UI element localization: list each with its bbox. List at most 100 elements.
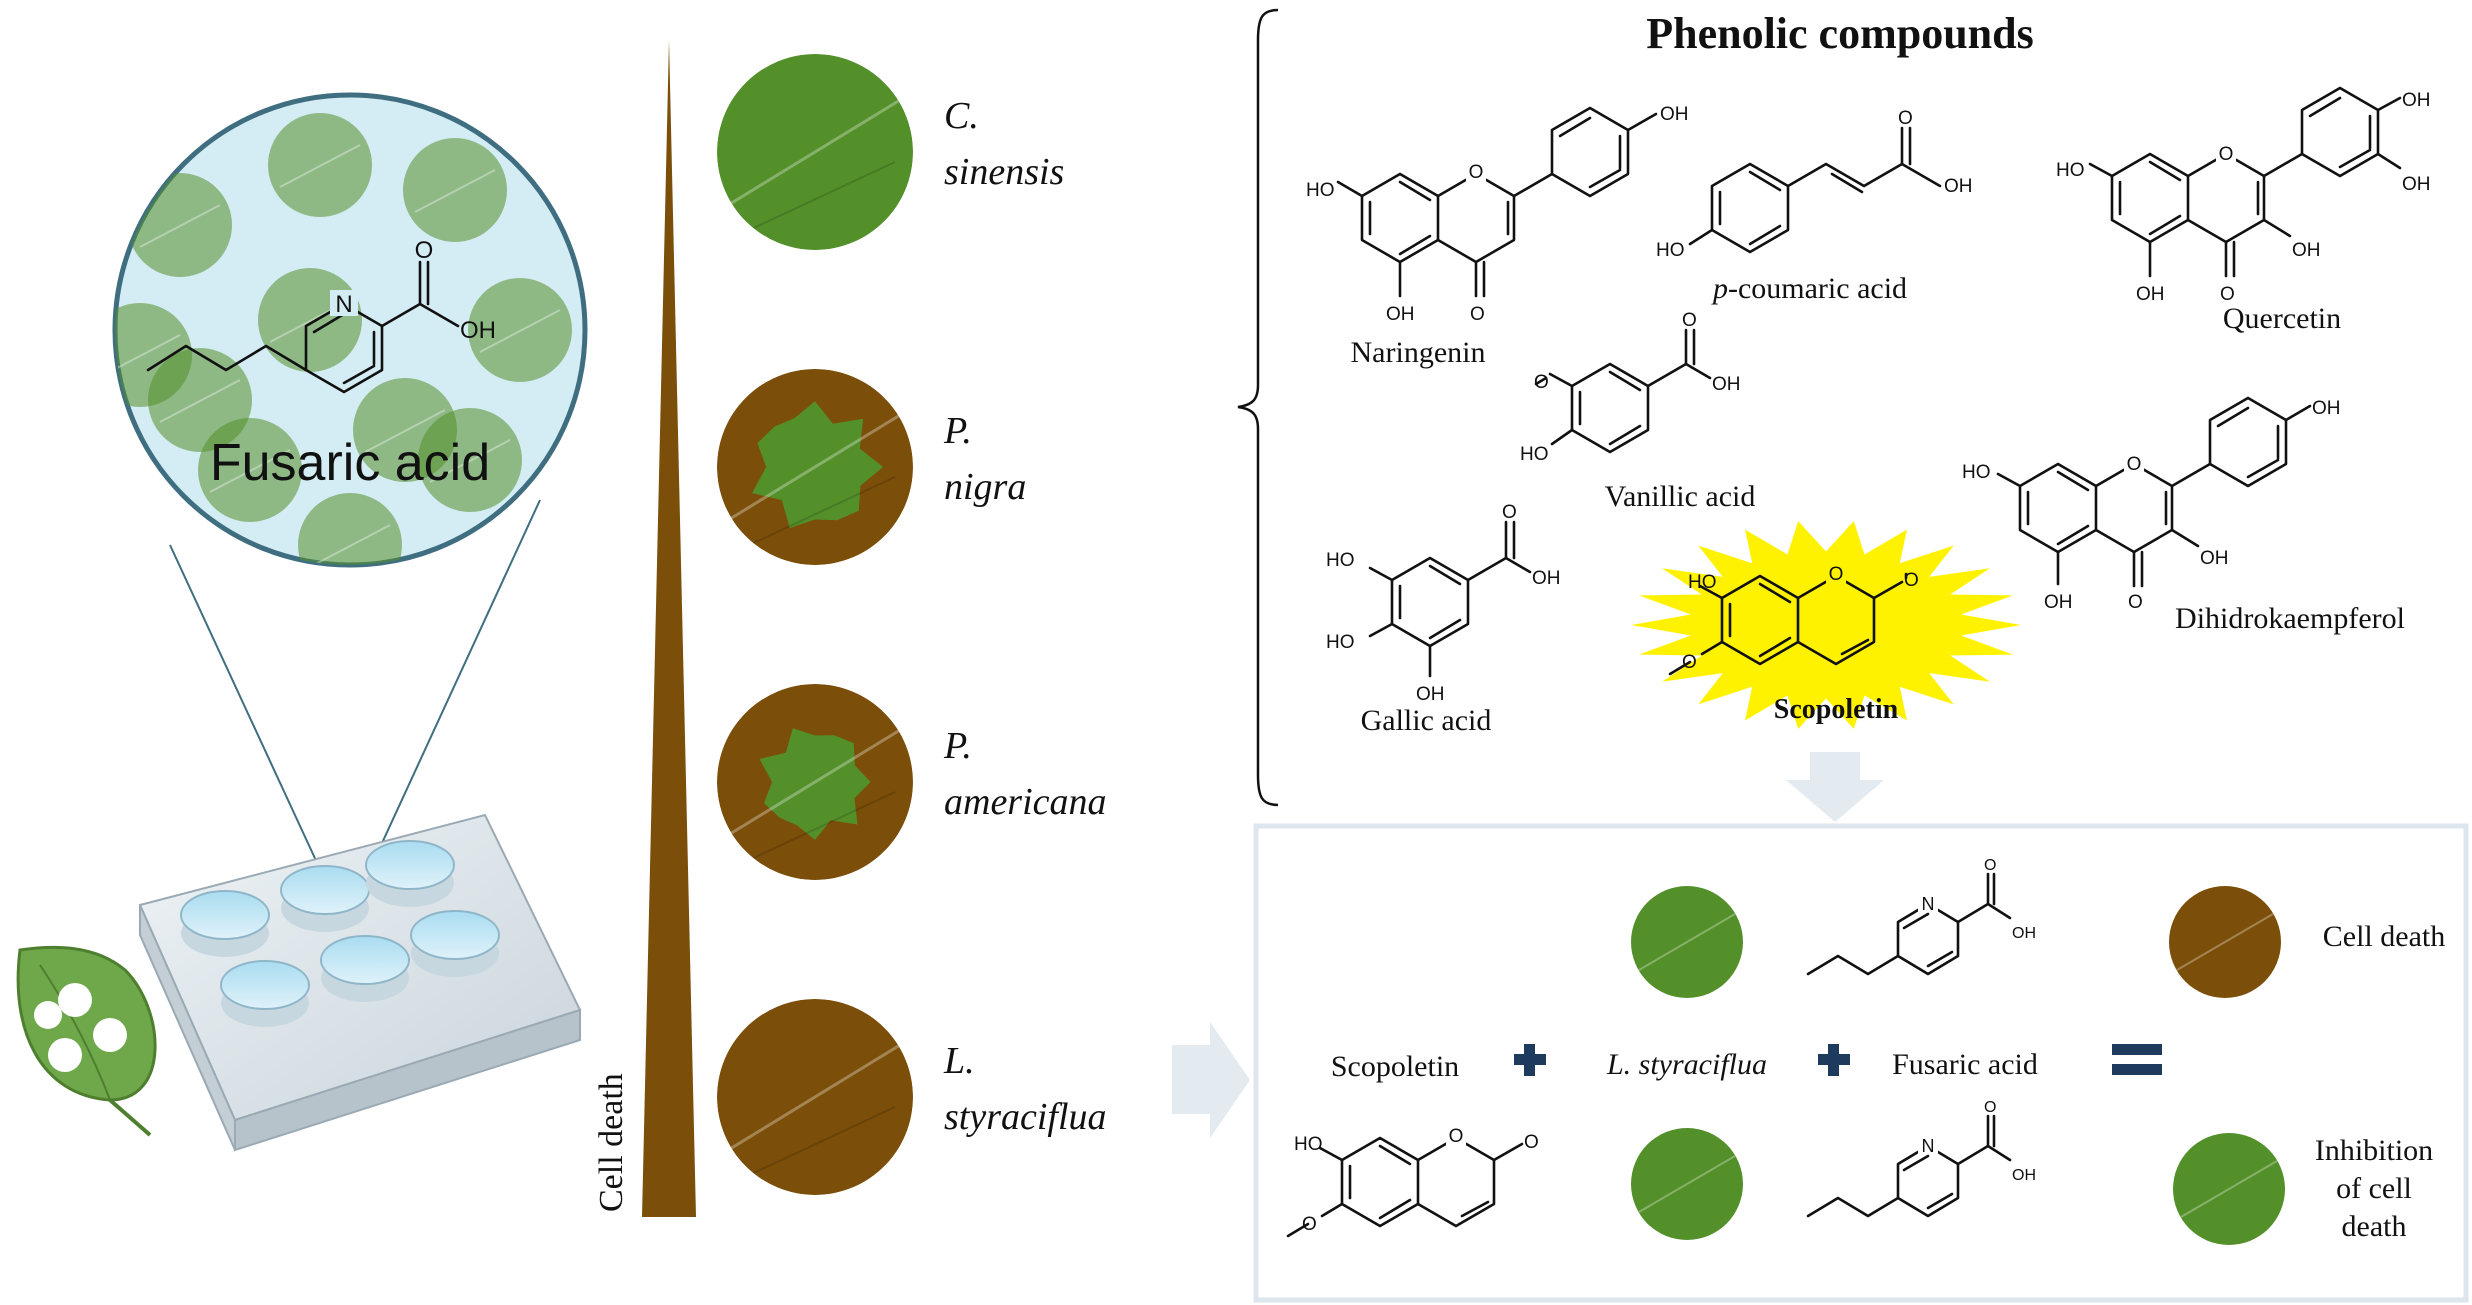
lens-disc-vein — [115, 334, 181, 378]
lens-disc — [418, 408, 522, 512]
svg-text:O: O — [1682, 310, 1697, 331]
label-naringenin: Naringenin — [1351, 336, 1486, 369]
svg-text:OH: OH — [2402, 90, 2431, 111]
disc-base — [717, 999, 913, 1195]
magnifier-lens: N O OH Fusaric acid — [112, 92, 588, 568]
svg-text:OH: OH — [2200, 548, 2229, 569]
equation-term1: Scopoletin — [1331, 1050, 1459, 1083]
result-top-label: Cell death — [2323, 920, 2445, 953]
lens-label: Fusaric acid — [210, 434, 490, 492]
label-vanillic-acid: Vanillic acid — [1605, 480, 1756, 513]
label-scopoletin: Scopoletin — [1774, 694, 1899, 725]
top-disc-result-dead — [2169, 886, 2281, 998]
lens-disc — [115, 303, 192, 407]
svg-text:OH: OH — [2012, 1167, 2036, 1184]
svg-text:O: O — [2127, 454, 2142, 475]
gradient-label: Cell death — [593, 1073, 630, 1212]
svg-text:HO: HO — [1962, 462, 1991, 483]
structure-gallic-acid: HO HO OH O OH — [1326, 502, 1561, 705]
lens-disc-vein — [479, 309, 561, 353]
disc-crack — [744, 1106, 896, 1178]
phenolics-section: Phenolic compounds O OH HO OH O — [1237, 8, 2431, 807]
bottom-fusaric-acid-structure: N O OH — [1806, 1099, 2036, 1218]
svg-text:O: O — [1984, 857, 1996, 874]
scopoletin-starburst — [1631, 521, 2021, 729]
cell-death-gradient: Cell death — [593, 40, 696, 1217]
healthy-tissue — [752, 401, 883, 528]
plate-well — [180, 890, 270, 940]
structure-quercetin: O OH OH HO OH OH O — [2056, 86, 2431, 305]
gradient-wedge — [642, 40, 696, 1217]
svg-text:O: O — [1469, 162, 1484, 183]
disc-vein — [724, 1040, 906, 1154]
plate-well — [320, 935, 410, 985]
species-0-epithet: sinensis — [944, 151, 1064, 193]
svg-text:O: O — [2219, 144, 2234, 165]
zoom-line-left — [169, 544, 326, 881]
equals-sign — [2112, 1044, 2162, 1075]
svg-text:O: O — [2128, 592, 2143, 613]
lens-disc-vein — [209, 449, 291, 493]
species-disc-1 — [717, 369, 913, 565]
svg-text:O: O — [1534, 372, 1549, 393]
svg-text:OH: OH — [1944, 176, 1973, 197]
svg-text:N: N — [1922, 894, 1935, 914]
structure-p-coumaric-acid: HO O OH — [1656, 108, 1973, 261]
plate-well — [280, 865, 370, 915]
lens-disc-vein — [414, 169, 496, 213]
label-dihidrokaempferol: Dihidrokaempferol — [2175, 602, 2405, 635]
healthy-tissue — [759, 728, 871, 840]
equation-term2: L. styraciflua — [1606, 1048, 1767, 1081]
svg-text:N: N — [1922, 1136, 1935, 1156]
lens-disc — [268, 113, 372, 217]
svg-text:O: O — [1898, 108, 1913, 129]
svg-text:HO: HO — [2056, 160, 2085, 181]
svg-text:OH: OH — [1712, 374, 1741, 395]
result-bottom-line-3: death — [2342, 1210, 2407, 1243]
top-disc-styraciflua — [1631, 886, 1743, 998]
species-disc-3 — [717, 999, 913, 1195]
species-disc-0 — [717, 54, 913, 250]
equation-panel-border — [1253, 823, 2469, 1303]
disc-crack — [744, 161, 896, 233]
lens-fusaric-acid-structure: N O OH — [146, 237, 496, 394]
bottom-scopoletin-structure: O O HO O — [1286, 1124, 1539, 1238]
label-gallic-acid: Gallic acid — [1361, 704, 1492, 737]
disc-vein — [1638, 913, 1736, 971]
result-bottom-line-1: Inhibition — [2315, 1134, 2433, 1167]
disc-vein — [724, 725, 906, 839]
svg-text:O: O — [1524, 1132, 1539, 1153]
top-fusaric-acid-structure: N O OH — [1806, 857, 2036, 976]
structure-scopoletin: O O HO O — [1668, 562, 1919, 676]
svg-text:OH: OH — [2136, 284, 2165, 305]
species-disc-2 — [717, 684, 913, 880]
zoom-line-right — [364, 499, 541, 881]
svg-text:OH: OH — [2402, 174, 2431, 195]
svg-text:OH: OH — [1532, 568, 1561, 589]
svg-text:OH: OH — [1386, 304, 1415, 325]
svg-text:OH: OH — [2044, 592, 2073, 613]
disc-vein — [1638, 1155, 1736, 1213]
species-3-genus: L. — [943, 1040, 975, 1082]
structure-dihidrokaempferol: O OH HO OH OH O — [1962, 396, 2341, 613]
plus-sign-2 — [1818, 1044, 1850, 1076]
lens-disc — [198, 418, 302, 522]
svg-text:O: O — [1470, 304, 1485, 325]
svg-text:HO: HO — [1306, 180, 1335, 201]
lens-disc-vein — [159, 379, 241, 423]
structure-vanillic-acid: O O OH HO — [1520, 310, 1741, 465]
svg-text:O: O — [2220, 284, 2235, 305]
svg-text:O: O — [1449, 1126, 1464, 1147]
svg-text:HO: HO — [1656, 240, 1685, 261]
svg-text:HO: HO — [1326, 550, 1355, 571]
lens-disc — [403, 138, 507, 242]
well-plate — [138, 813, 582, 1152]
svg-text:O: O — [1984, 1099, 1996, 1116]
left-panel: N O OH Fusaric acid — [16, 92, 588, 1152]
svg-text:HO: HO — [1520, 444, 1549, 465]
svg-text:O: O — [1502, 502, 1517, 523]
result-bottom-line-2: of cell — [2336, 1172, 2412, 1205]
species-2-genus: P. — [943, 725, 972, 767]
svg-text:OH: OH — [1416, 684, 1445, 705]
species-0-genus: C. — [944, 95, 979, 137]
